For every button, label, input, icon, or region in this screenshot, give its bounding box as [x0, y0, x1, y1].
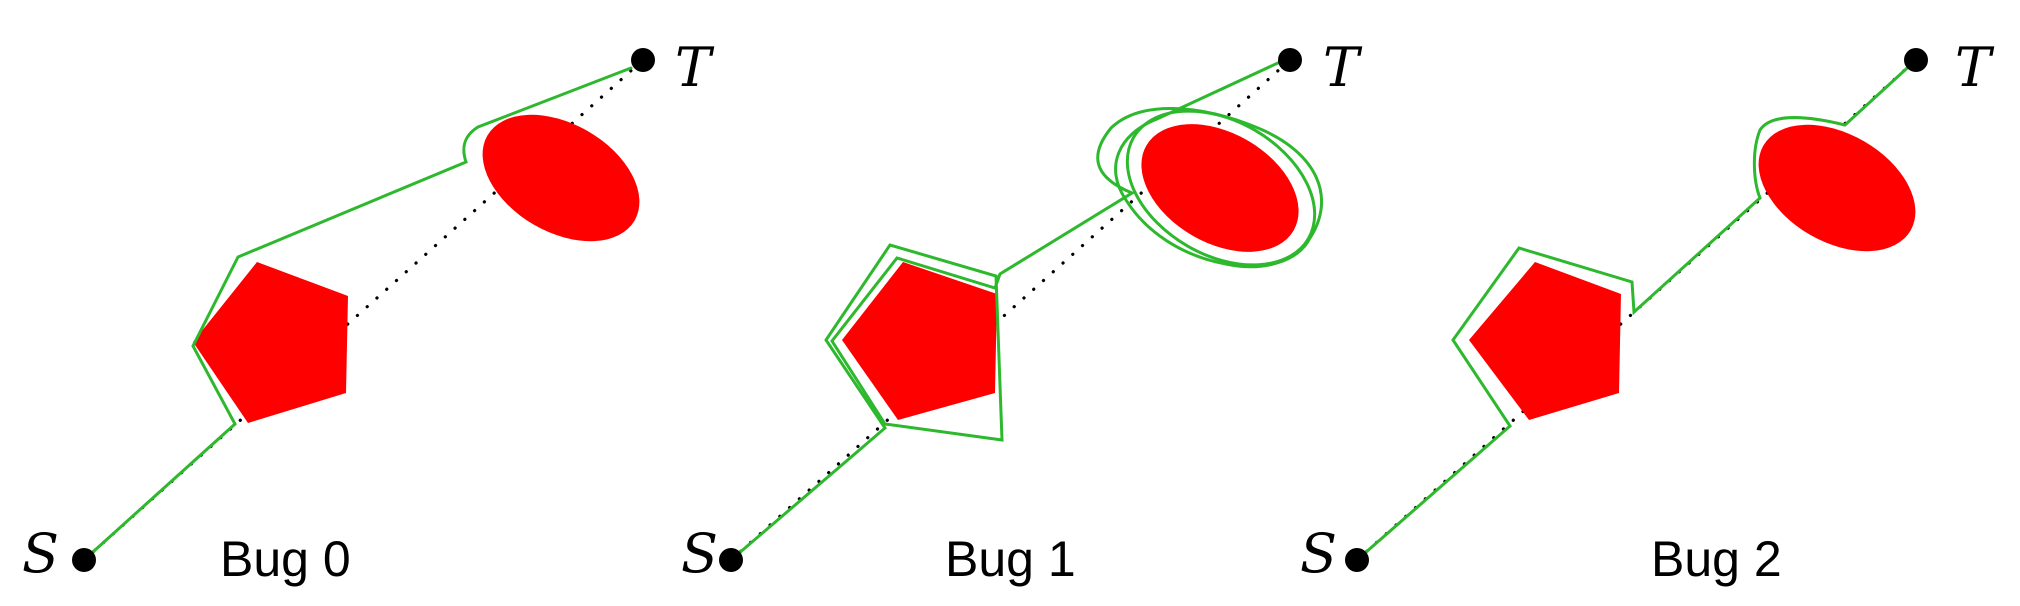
ellipse-obstacle [1758, 124, 1916, 252]
target-point [631, 48, 655, 72]
target-label: T [1323, 36, 1363, 99]
target-label: T [675, 36, 715, 99]
start-point [72, 548, 96, 572]
start-label: S [681, 522, 718, 585]
robot-path [1355, 58, 1918, 562]
robot-path-loop [1125, 109, 1317, 267]
start-point [719, 548, 743, 572]
target-point [1904, 48, 1928, 72]
panel-bug-2: S T Bug 2 [1300, 36, 1995, 587]
panel-bug-1: S T Bug 1 [681, 36, 1363, 587]
start-label: S [1300, 522, 1337, 585]
panel-caption: Bug 0 [220, 531, 351, 587]
pentagon-obstacle [193, 262, 348, 423]
target-label: T [1955, 36, 1995, 99]
start-point [1345, 548, 1369, 572]
panel-caption: Bug 2 [1651, 531, 1782, 587]
start-label: S [22, 522, 59, 585]
pentagon-obstacle [842, 262, 997, 420]
panel-bug-0: S T Bug 0 [22, 36, 715, 587]
robot-path [82, 66, 633, 562]
target-point [1278, 48, 1302, 72]
ellipse-obstacle [482, 114, 640, 242]
ellipse-obstacle [1141, 124, 1299, 252]
panel-caption: Bug 1 [945, 531, 1076, 587]
robot-path [729, 58, 1324, 562]
pentagon-obstacle [1469, 262, 1621, 420]
